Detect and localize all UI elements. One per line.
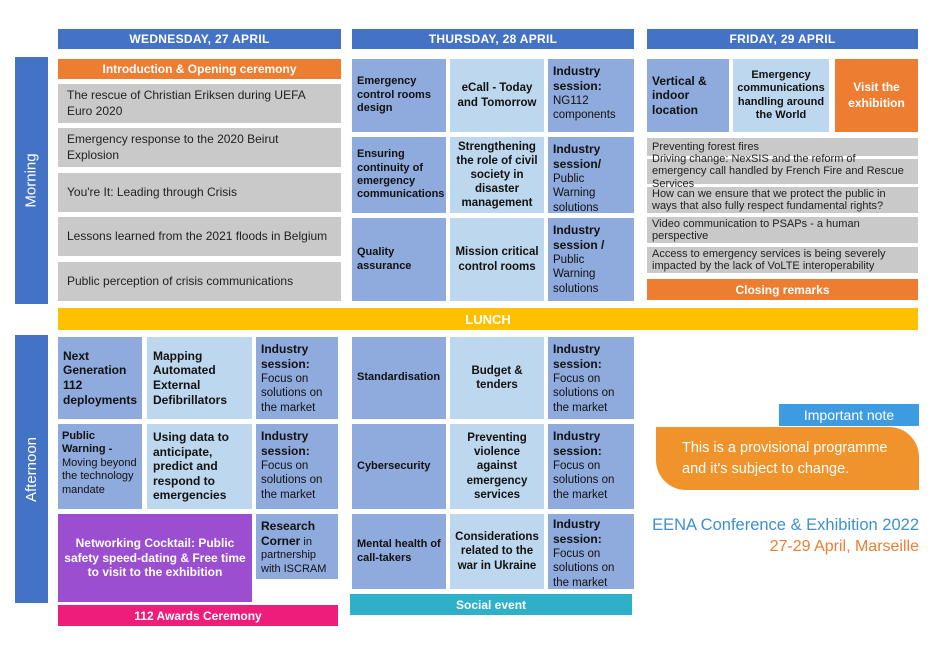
industry-session-text: Public Warning solutions	[553, 254, 599, 295]
session-leading-crisis: You're It: Leading through Crisis	[58, 173, 341, 212]
industry-session-thu-2: Industry session: Focus on solutions on …	[548, 424, 634, 509]
session-nexsis: Driving change: NexSIS and the reform of…	[647, 153, 918, 190]
session-video-psaps: Video communication to PSAPs - a human p…	[647, 217, 918, 243]
session-emergency-comms-world: Emergency communications handling around…	[733, 59, 829, 132]
opening-ceremony: Introduction & Opening ceremony	[58, 59, 341, 79]
closing-remarks: Closing remarks	[647, 279, 918, 300]
session-budget-tenders: Budget & tenders	[450, 337, 544, 419]
session-continuity-communications: Ensuring continuity of emergency communi…	[352, 137, 446, 213]
session-vertical-location: Vertical & indoor location	[647, 59, 729, 132]
session-standardisation: Standardisation	[352, 337, 446, 419]
session-mapping-aeds: Mapping Automated External Defibrillator…	[147, 337, 252, 419]
session-fundamental-rights: How can we ensure that we protect the pu…	[647, 187, 918, 213]
conference-name: EENA Conference & Exhibition 2022	[652, 516, 919, 534]
session-crisis-communications: Public perception of crisis communicatio…	[58, 262, 341, 301]
session-public-warning-mandate: Public Warning - Moving beyond the techn…	[58, 424, 142, 509]
industry-session-text: Public Warning solutions	[553, 173, 599, 214]
session-ng112-deployments: Next Generation 112 deployments	[58, 337, 142, 419]
social-event: Social event	[350, 594, 632, 615]
session-preventing-violence: Preventing violence against emergency se…	[450, 424, 544, 509]
industry-session-text: NG112 components	[553, 95, 616, 122]
session-forest-fires: Preventing forest fires	[647, 138, 918, 156]
day-header-friday: FRIDAY, 29 APRIL	[647, 29, 918, 49]
industry-session-wed-1: Industry session: Focus on solutions on …	[256, 337, 338, 419]
industry-session-public-warning-2: Industry session / Public Warning soluti…	[548, 218, 634, 301]
industry-session-thu-3: Industry session: Focus on solutions on …	[548, 514, 634, 589]
session-war-ukraine: Considerations related to the war in Ukr…	[450, 514, 544, 589]
industry-session-text: Focus on solutions on the market	[553, 548, 615, 589]
research-corner: Research Corner in partnership with ISCR…	[256, 514, 338, 579]
industry-session-thu-1: Industry session: Focus on solutions on …	[548, 337, 634, 419]
important-note-text: This is a provisional programme and it's…	[656, 427, 919, 490]
visit-exhibition: Visit the exhibition	[835, 59, 918, 132]
public-warning-text: Moving beyond the technology mandate	[62, 456, 137, 496]
session-ecall: eCall - Today and Tomorrow	[450, 59, 544, 132]
session-volte: Access to emergency services is being se…	[647, 247, 918, 273]
session-mental-health: Mental health of call-takers	[352, 514, 446, 589]
morning-label: Morning	[15, 57, 48, 304]
industry-session-text: Focus on solutions on the market	[261, 460, 323, 501]
day-header-wednesday: WEDNESDAY, 27 APRIL	[58, 29, 341, 49]
session-control-rooms-design: Emergency control rooms design	[352, 59, 446, 132]
session-floods-belgium: Lessons learned from the 2021 floods in …	[58, 217, 341, 256]
afternoon-label: Afternoon	[15, 335, 48, 603]
industry-session-title: Industry session:	[553, 64, 602, 93]
public-warning-title: Public Warning -	[62, 430, 113, 456]
industry-session-title: Industry session:	[553, 517, 602, 546]
industry-session-text: Focus on solutions on the market	[553, 373, 615, 414]
industry-session-title: Industry session/	[553, 142, 602, 171]
industry-session-title: Industry session:	[553, 342, 602, 371]
industry-session-title: Industry session:	[553, 429, 602, 458]
session-mission-critical: Mission critical control rooms	[450, 218, 544, 301]
industry-session-public-warning-1: Industry session/ Public Warning solutio…	[548, 137, 634, 214]
industry-session-title: Industry session:	[261, 342, 310, 371]
lunch-bar: LUNCH	[58, 308, 918, 330]
session-cybersecurity: Cybersecurity	[352, 424, 446, 509]
industry-session-ng112: Industry session: NG112 components	[548, 59, 634, 132]
day-header-thursday: THURSDAY, 28 APRIL	[352, 29, 634, 49]
research-corner-text: in partnership with ISCRAM	[261, 536, 327, 575]
industry-session-title: Industry session /	[553, 223, 605, 252]
session-civil-society: Strengthening the role of civil society …	[450, 137, 544, 213]
session-using-data: Using data to anticipate, predict and re…	[147, 424, 252, 509]
conference-dates: 27-29 April, Marseille	[769, 538, 919, 555]
session-quality-assurance: Quality assurance	[352, 218, 446, 301]
session-eriksen: The rescue of Christian Eriksen during U…	[58, 84, 341, 123]
industry-session-text: Focus on solutions on the market	[261, 373, 323, 414]
important-note-tab: Important note	[779, 404, 919, 426]
networking-cocktail: Networking Cocktail: Public safety speed…	[58, 514, 252, 602]
industry-session-title: Industry session:	[261, 429, 310, 458]
session-beirut: Emergency response to the 2020 Beirut Ex…	[58, 128, 341, 167]
research-corner-title: Research Corner	[261, 519, 316, 549]
awards-ceremony: 112 Awards Ceremony	[58, 605, 338, 626]
industry-session-wed-2: Industry session: Focus on solutions on …	[256, 424, 338, 509]
industry-session-text: Focus on solutions on the market	[553, 460, 615, 501]
